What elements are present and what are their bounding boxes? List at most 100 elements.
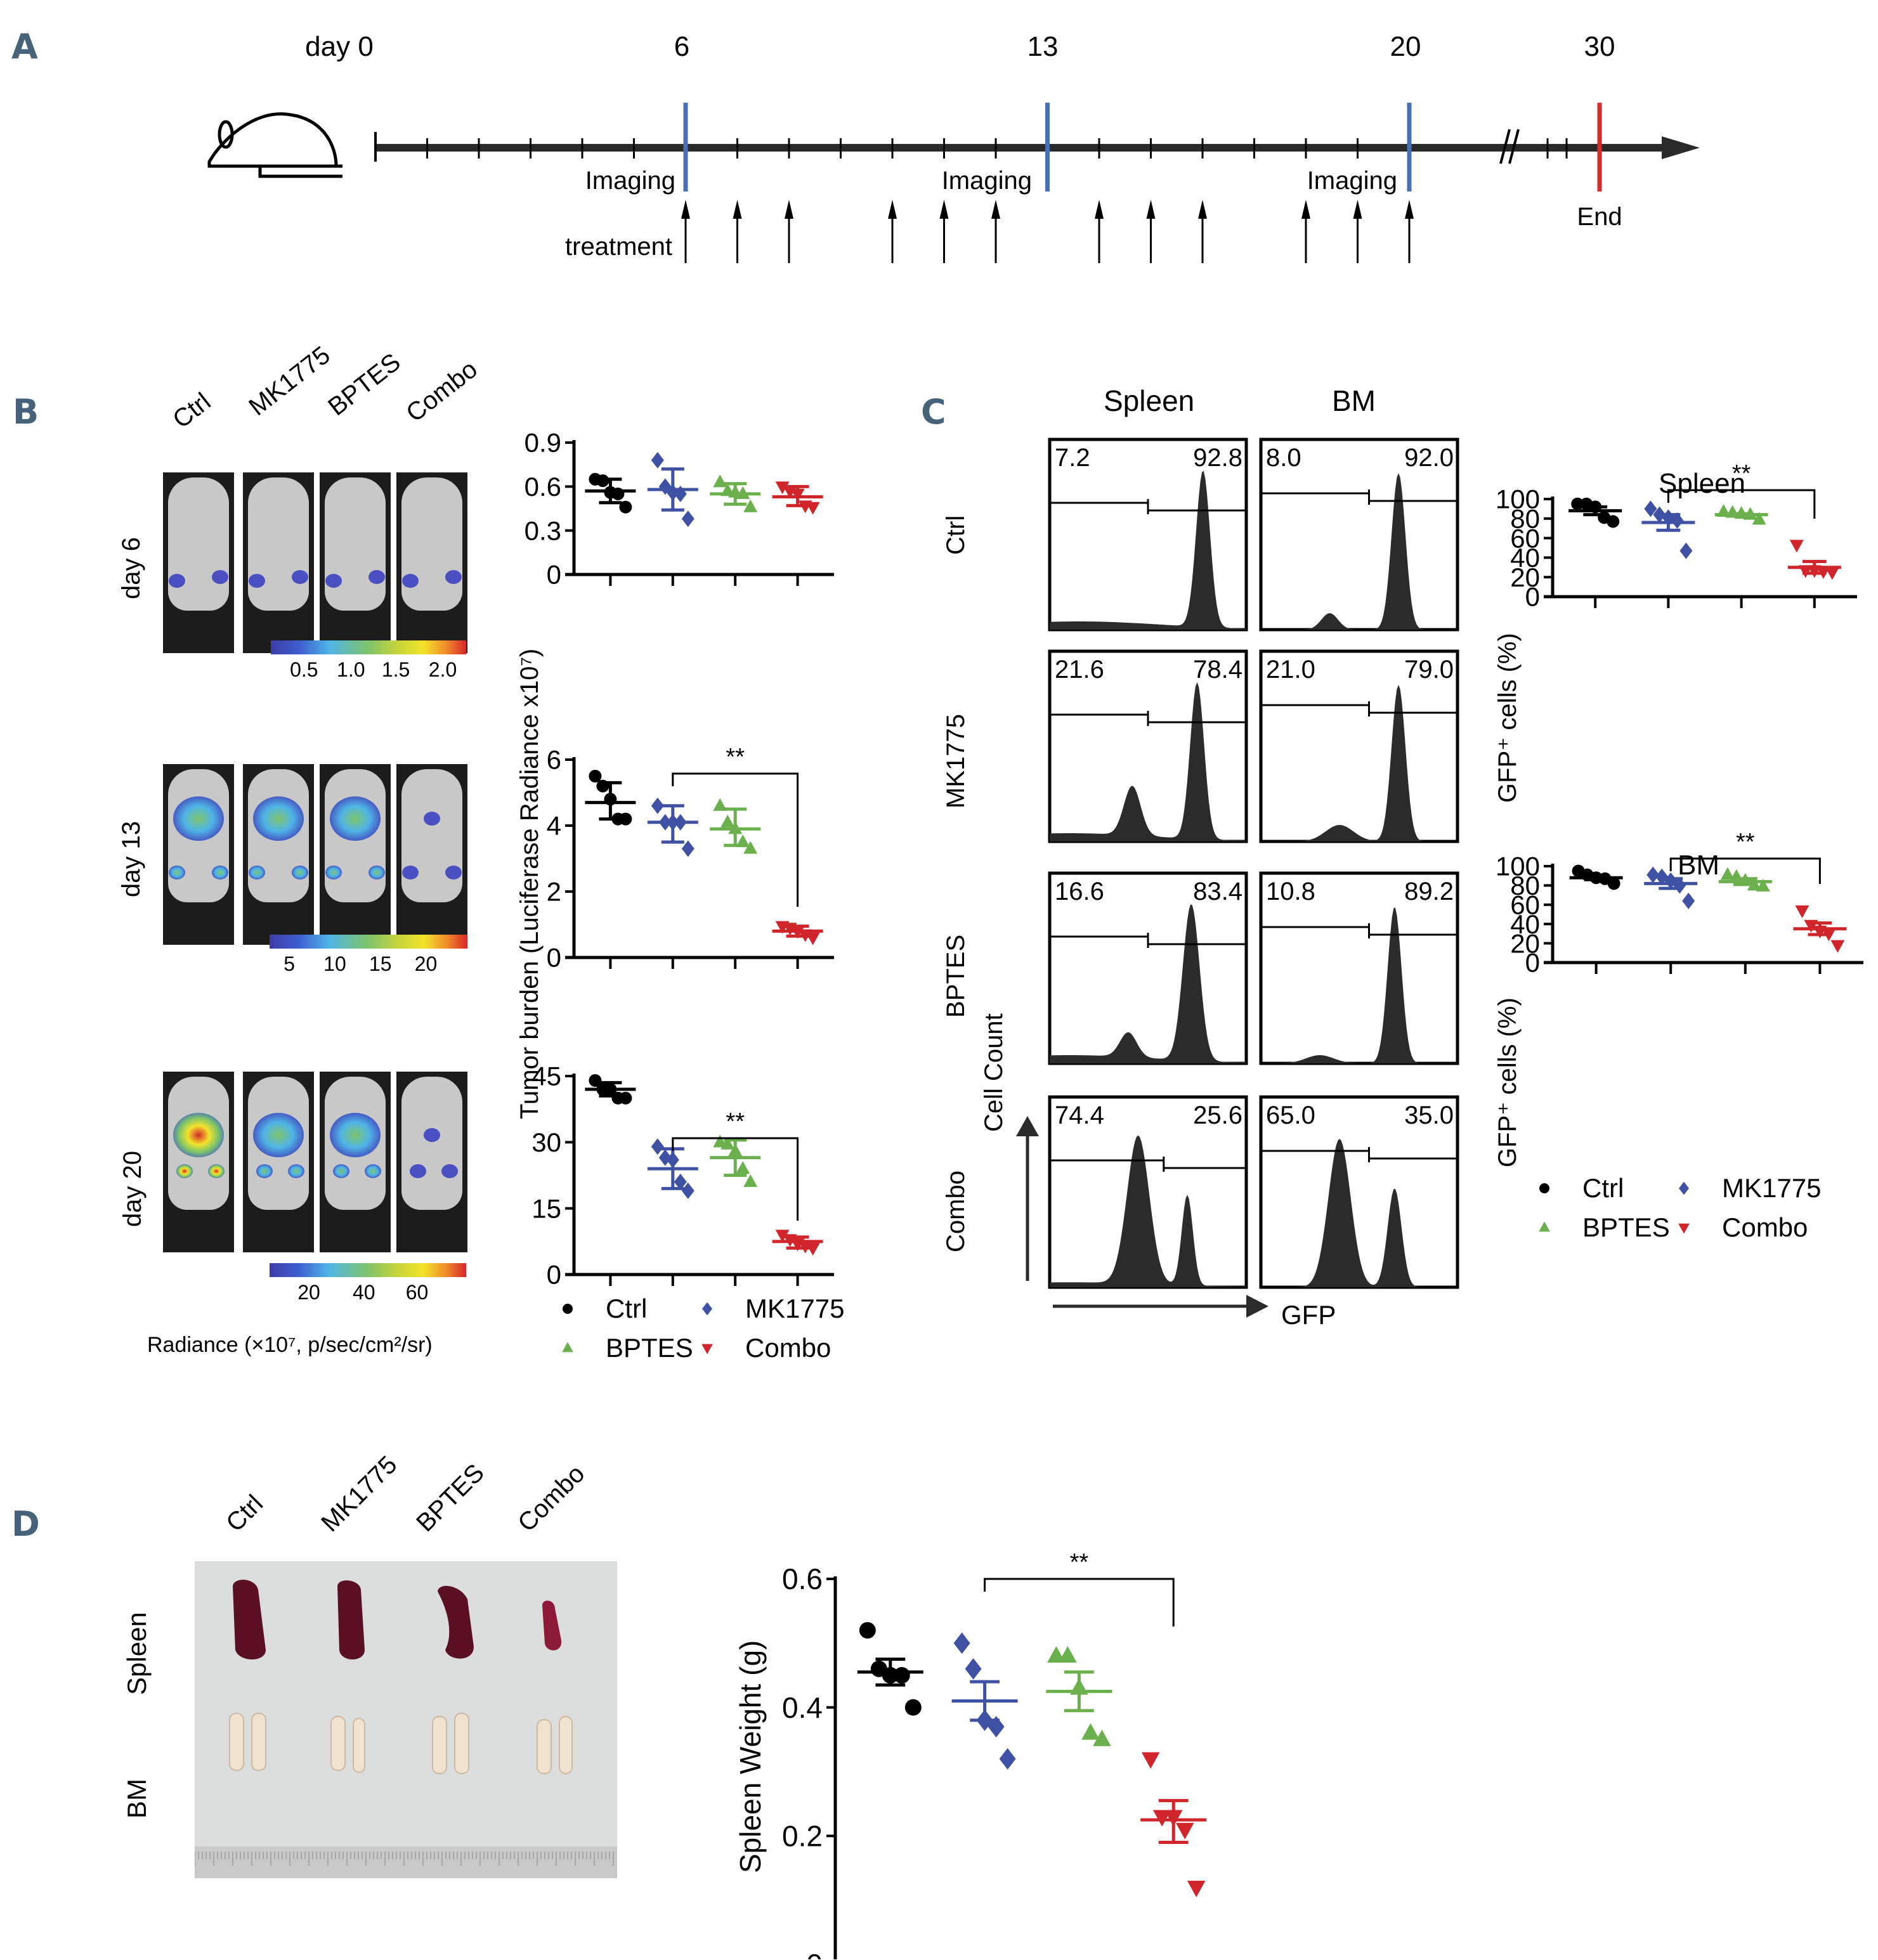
data-point — [589, 770, 602, 782]
panel-letter-a: A — [11, 27, 38, 67]
data-point — [674, 1173, 687, 1190]
timeline-axis — [374, 144, 1662, 152]
day-label-13: 13 — [1027, 31, 1059, 62]
c-bm-title: BM — [1678, 850, 1719, 881]
legend-label: MK1775 — [1722, 1173, 1822, 1203]
imaging-label-3: Imaging — [1307, 167, 1397, 195]
signal-blob — [291, 570, 308, 585]
y-tick-label: 2 — [547, 877, 561, 907]
data-point — [681, 510, 694, 528]
signal-blob — [169, 866, 186, 879]
y-tick-label: 0.6 — [525, 472, 561, 502]
bioluminescence-image — [396, 472, 467, 653]
flow-col-label-spleen: Spleen — [1104, 384, 1195, 417]
day-label-20: 20 — [1390, 31, 1421, 62]
legend-item: Ctrl — [558, 1294, 647, 1324]
data-point — [1679, 542, 1693, 559]
flow-x-axis-label: GFP — [1281, 1300, 1336, 1330]
triangle-down-icon — [701, 1344, 713, 1354]
treatment-arrowhead — [681, 200, 690, 219]
c-spleen-ylabel: GFP⁺ cells (%) — [1494, 633, 1522, 803]
y-tick-label: 80 — [1510, 504, 1540, 534]
significance-label: ** — [1736, 829, 1755, 855]
legend-label: BPTES — [606, 1333, 693, 1363]
panel-letter-b: B — [13, 392, 39, 432]
gate-negative-percent: 16.6 — [1055, 878, 1104, 905]
gate-positive-percent: 92.0 — [1404, 444, 1454, 472]
y-tick-label: 0.6 — [782, 1562, 823, 1595]
colorbar-tick-label: 10 — [323, 952, 346, 975]
data-point — [651, 451, 664, 469]
signal-blob — [253, 1112, 304, 1157]
colorbar-tick-label: 40 — [353, 1281, 375, 1304]
data-point — [1647, 866, 1660, 883]
y-tick-label: 45 — [531, 1061, 561, 1091]
gate-marker — [1261, 701, 1457, 717]
data-point — [1825, 567, 1839, 580]
data-point — [893, 1667, 910, 1684]
signal-blob — [249, 574, 266, 588]
treatment-arrowhead — [1146, 200, 1156, 219]
histogram-frame — [1259, 438, 1459, 632]
gate-marker — [1050, 1157, 1246, 1172]
panel-letter-d: D — [11, 1504, 40, 1544]
histogram-frame — [1048, 438, 1248, 632]
data-point — [999, 1748, 1016, 1770]
data-point — [1539, 1221, 1550, 1232]
treatment-arrowhead — [785, 200, 793, 219]
gate-marker — [1050, 711, 1246, 726]
d-ylabel: Spleen Weight (g) — [734, 1640, 767, 1873]
signal-blob — [402, 574, 419, 588]
colorbar-tick-label: 5 — [284, 952, 296, 975]
y-tick-label: 0 — [547, 943, 561, 973]
gate-marker — [1050, 499, 1246, 514]
colorbar-day6 — [271, 640, 466, 654]
flow-row-label-ctrl: Ctrl — [942, 515, 970, 555]
data-point — [1679, 1181, 1689, 1195]
data-point — [702, 1302, 712, 1316]
organ-photo — [195, 1561, 617, 1878]
bioluminescence-image — [320, 472, 391, 653]
data-point — [651, 1138, 664, 1155]
gate-positive-percent: 79.0 — [1404, 656, 1454, 684]
data-point — [1047, 1646, 1066, 1663]
gate-positive-percent: 83.4 — [1193, 878, 1242, 905]
treatment-arrowhead — [939, 200, 949, 219]
mouse-silhouette — [401, 477, 462, 611]
diamond-icon — [1679, 1181, 1689, 1195]
flow-histogram: 8.0 92.0 — [1259, 438, 1459, 632]
gate-negative-percent: 65.0 — [1266, 1101, 1315, 1129]
treatment-label: treatment — [565, 233, 672, 261]
signal-blob — [424, 811, 440, 826]
data-point — [1673, 877, 1686, 894]
gate-negative-percent: 8.0 — [1266, 444, 1301, 472]
radiance-unit-label: Radiance (×10⁷, p/sec/cm²/sr) — [147, 1333, 433, 1357]
flow-row-label-mk1775: MK1775 — [942, 714, 970, 808]
data-point — [1539, 1183, 1549, 1193]
diamond-icon — [702, 1302, 712, 1316]
gate-negative-percent: 74.4 — [1055, 1101, 1104, 1129]
histogram-fill — [1261, 1139, 1457, 1287]
histogram-frame — [1259, 871, 1459, 1065]
b-group-label-mk1775: MK1775 — [244, 341, 336, 422]
data-point — [1752, 512, 1766, 525]
bioluminescence-image — [243, 764, 314, 945]
colorbar-tick-label: 60 — [405, 1281, 429, 1304]
histogram-frame — [1048, 649, 1248, 843]
colorbar-day20 — [270, 1263, 466, 1277]
data-point — [1081, 1723, 1100, 1740]
signal-blob — [330, 1112, 381, 1157]
circle-icon — [563, 1304, 573, 1314]
flow-row-label-combo: Combo — [942, 1171, 970, 1252]
data-point — [619, 1091, 632, 1105]
data-point — [1175, 1822, 1194, 1840]
bioluminescence-image — [320, 1072, 391, 1252]
mouse-icon — [207, 112, 342, 178]
cell-count-arrowhead — [1016, 1116, 1039, 1136]
y-tick-label: 0 — [806, 1948, 823, 1959]
treatment-arrowhead — [1301, 200, 1310, 219]
histogram-fill — [1050, 1135, 1246, 1287]
gate-negative-percent: 21.0 — [1266, 656, 1315, 684]
